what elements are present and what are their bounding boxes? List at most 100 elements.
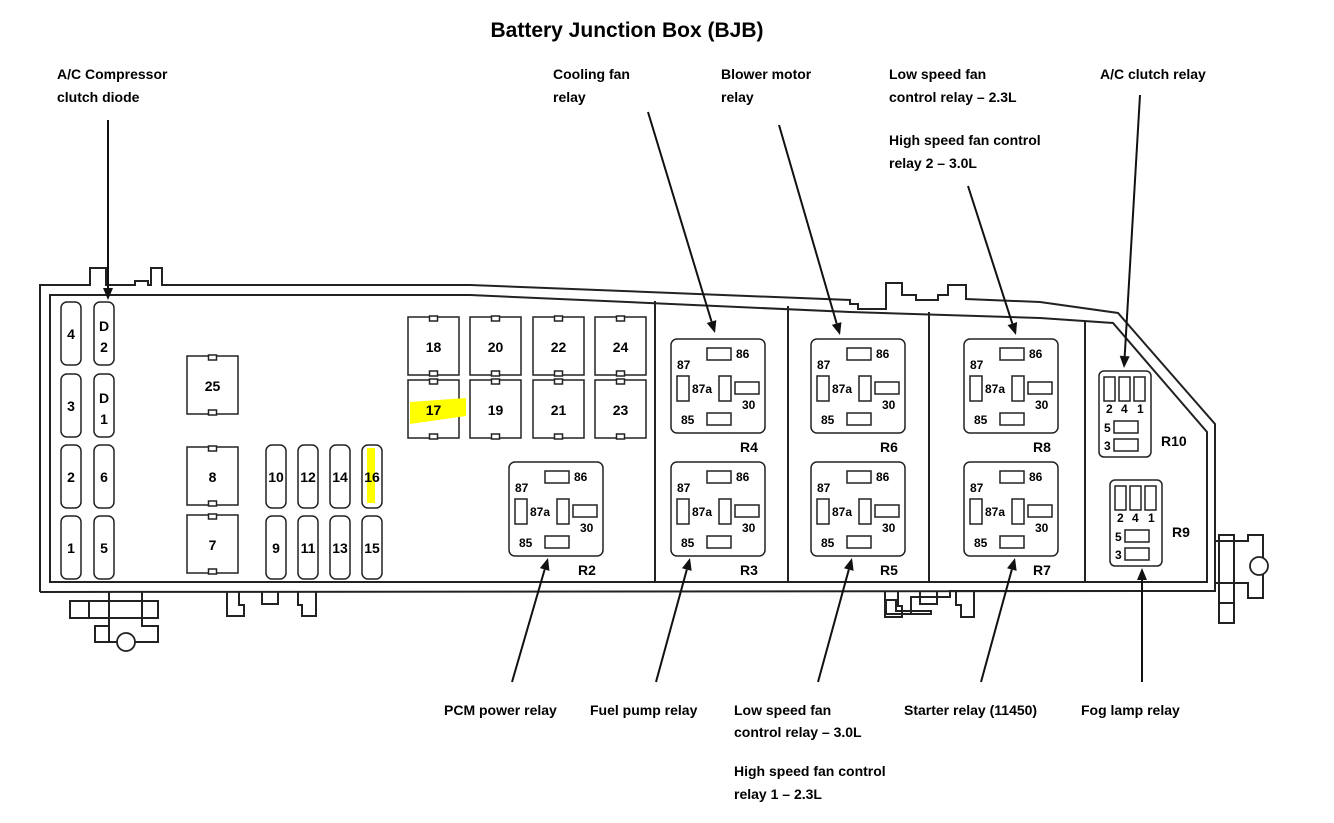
maxi-fuse-18: 18: [407, 315, 460, 377]
diagram-title: Battery Junction Box (BJB): [490, 19, 763, 42]
pin-slot-3: [1124, 547, 1150, 561]
maxi-fuse-23: 23: [594, 378, 647, 440]
pin-label-87: 87: [677, 358, 691, 372]
pin-label-85: 85: [519, 536, 533, 550]
callout-ac-clutch-relay: A/C clutch relay: [1100, 66, 1206, 82]
fuse-label: 18: [426, 339, 442, 355]
pin-label-87a: 87a: [692, 382, 712, 396]
fuse-label: 6: [100, 469, 108, 485]
pin-label-87: 87: [817, 481, 831, 495]
callout-pcm-power-relay: PCM power relay: [444, 702, 557, 718]
pin-label-85: 85: [681, 536, 695, 550]
pin-label-86: 86: [1029, 347, 1043, 361]
arrow-cooling-fan-relay: [647, 111, 717, 333]
pin-slot: [1103, 376, 1116, 402]
pin-slot-85: [999, 535, 1025, 549]
pin-label-87a: 87a: [692, 505, 712, 519]
callout-label-line: A/C clutch relay: [1100, 66, 1206, 82]
callout-label-line: Cooling fan: [553, 66, 630, 82]
pin-label-86: 86: [736, 470, 750, 484]
callout-label-line: relay: [721, 89, 754, 105]
relay-name-label: R3: [740, 562, 758, 578]
pin-label-30: 30: [1035, 521, 1049, 535]
pin-slot-87a: [1011, 498, 1025, 525]
pin-slot: [1114, 485, 1127, 511]
pin-slot-87a: [718, 498, 732, 525]
pin-slot-85: [846, 535, 872, 549]
pin-slot-87: [514, 498, 528, 525]
pin-slot-87a: [718, 375, 732, 402]
mini-fuse-1: 1: [60, 515, 82, 580]
fuse-label: 22: [551, 339, 567, 355]
fuse-label: 4: [67, 326, 75, 342]
pin-slot-30: [572, 504, 598, 518]
fuse-label: D: [99, 318, 109, 334]
relay-name-label: R5: [880, 562, 898, 578]
pin-slot-5: [1124, 529, 1150, 543]
mini-fuse-D1: D1: [93, 373, 115, 438]
housing-inner-outline: [49, 294, 1208, 583]
pin-label-85: 85: [681, 413, 695, 427]
callout-label-line: Low speed fan: [889, 66, 986, 82]
callout-low-speed-fan-control-relay-3-0l: Low speed fan control relay – 3.0L: [734, 702, 862, 740]
pin-slot-87a: [1011, 375, 1025, 402]
mini-fuse-16: 16: [361, 444, 383, 509]
pin-slot: [1133, 376, 1146, 402]
arrow-low-high-speed-fan-relay-r5: [817, 558, 854, 683]
pin-label-30: 30: [742, 521, 756, 535]
callout-label-line: relay 2 – 3.0L: [889, 155, 977, 171]
pin-slot-30: [734, 381, 760, 395]
pin-label-87: 87: [677, 481, 691, 495]
mini-fuse-4: 4: [60, 301, 82, 366]
mini-fuse-12: 12: [297, 444, 319, 509]
pin-slot-85: [706, 412, 732, 426]
callout-label-line: A/C Compressor: [57, 66, 168, 82]
fuse-label: 8: [209, 469, 217, 485]
pin-label-30: 30: [742, 398, 756, 412]
arrowhead-icon: [103, 288, 113, 300]
callout-label-line: relay 1 – 2.3L: [734, 786, 822, 802]
pin-label-85: 85: [974, 413, 988, 427]
fuse-label: 23: [613, 402, 629, 418]
relay-name-label: R4: [740, 439, 758, 455]
pin-label-86: 86: [736, 347, 750, 361]
maxi-fuse-19: 19: [469, 378, 522, 440]
fuse-label: 11: [301, 540, 316, 556]
pin-label-30: 30: [882, 521, 896, 535]
pin-label-87: 87: [817, 358, 831, 372]
housing-outer-outline: [39, 267, 1216, 615]
pin-slot-5: [1113, 420, 1139, 434]
arrow-low-high-speed-fan-relay-r8: [967, 185, 1018, 335]
pin-label-5: 5: [1115, 530, 1122, 544]
callout-label-line: Blower motor: [721, 66, 812, 82]
arrow-starter-relay: [980, 558, 1017, 683]
pin-label-87a: 87a: [832, 505, 852, 519]
arrowhead-icon: [1137, 568, 1147, 580]
pin-slot: [1129, 485, 1142, 511]
highlight-mark: [367, 448, 375, 503]
callout-label-line: Starter relay (11450): [904, 702, 1037, 718]
arrow-fuel-pump-relay: [655, 558, 692, 683]
callout-label-line: Fog lamp relay: [1081, 702, 1180, 718]
pin-label-87a: 87a: [985, 505, 1005, 519]
pin-label-86: 86: [876, 470, 890, 484]
pin-label-1: 1: [1148, 511, 1155, 525]
callout-starter-relay: Starter relay (11450): [904, 702, 1037, 718]
fuse-label: 1: [100, 411, 108, 427]
fuse-label: 12: [300, 469, 316, 485]
mini-fuse-3: 3: [60, 373, 82, 438]
pin-slot-86: [999, 470, 1025, 484]
maxi-fuse-21: 21: [532, 378, 585, 440]
pin-label-85: 85: [821, 536, 835, 550]
arrowhead-icon: [844, 558, 854, 571]
mini-fuse-D2: D2: [93, 301, 115, 366]
pin-label-87a: 87a: [832, 382, 852, 396]
mini-fuse-15: 15: [361, 515, 383, 580]
